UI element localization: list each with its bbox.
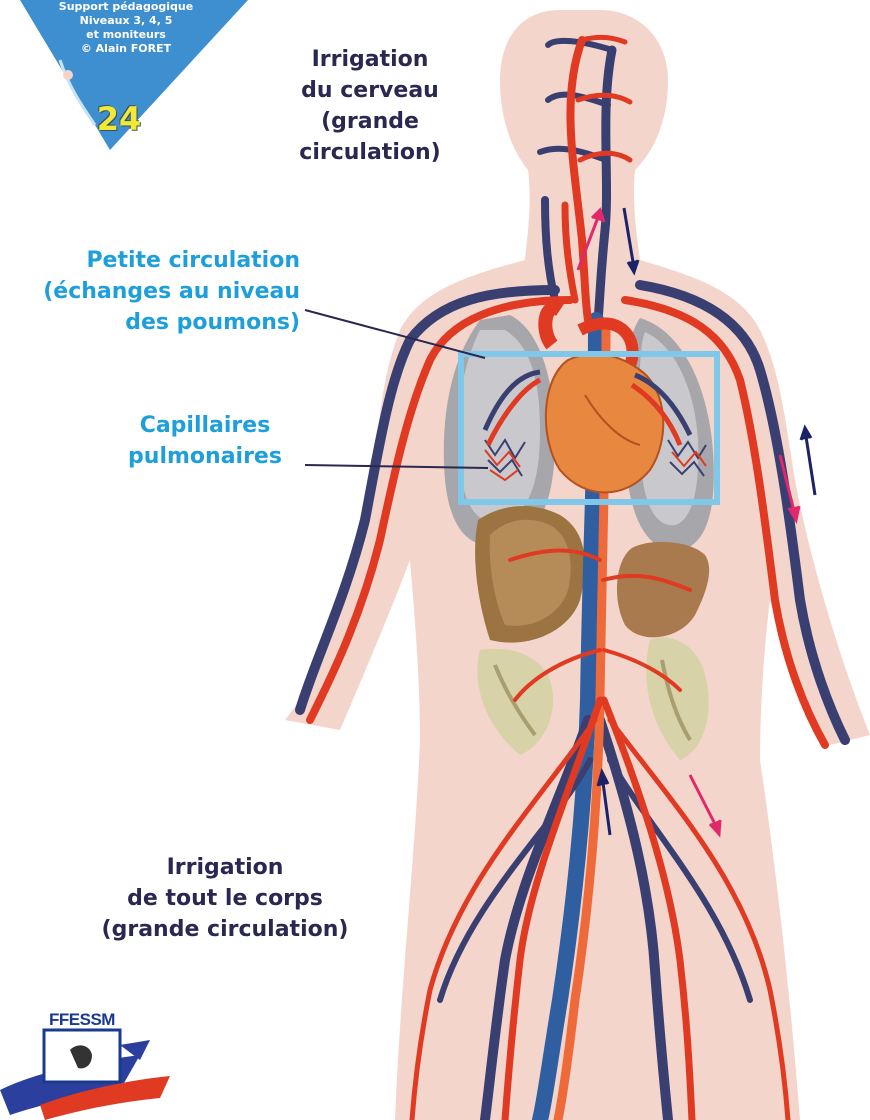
label-pulmonary-capillaries: Capillaires pulmonaires [110,410,300,472]
label-pulmonary-circulation: Petite circulation (échanges au niveau d… [0,245,300,338]
badge-line-3: et moniteurs [8,28,244,42]
badge-line-1: Support pédagogique [8,0,244,14]
label-body-irrigation: Irrigation de tout le corps (grande circ… [60,852,390,945]
ffessm-logo-text: FFESSM [44,1010,120,1030]
arrow-up-arm [801,428,815,495]
badge-line-4: © Alain FORET [8,42,244,56]
label-brain-irrigation: Irrigation du cerveau (grande circulatio… [280,44,460,168]
ffessm-logo [0,1030,170,1120]
badge-line-2: Niveaux 3, 4, 5 [8,14,244,28]
badge-number: 24 [94,100,144,138]
